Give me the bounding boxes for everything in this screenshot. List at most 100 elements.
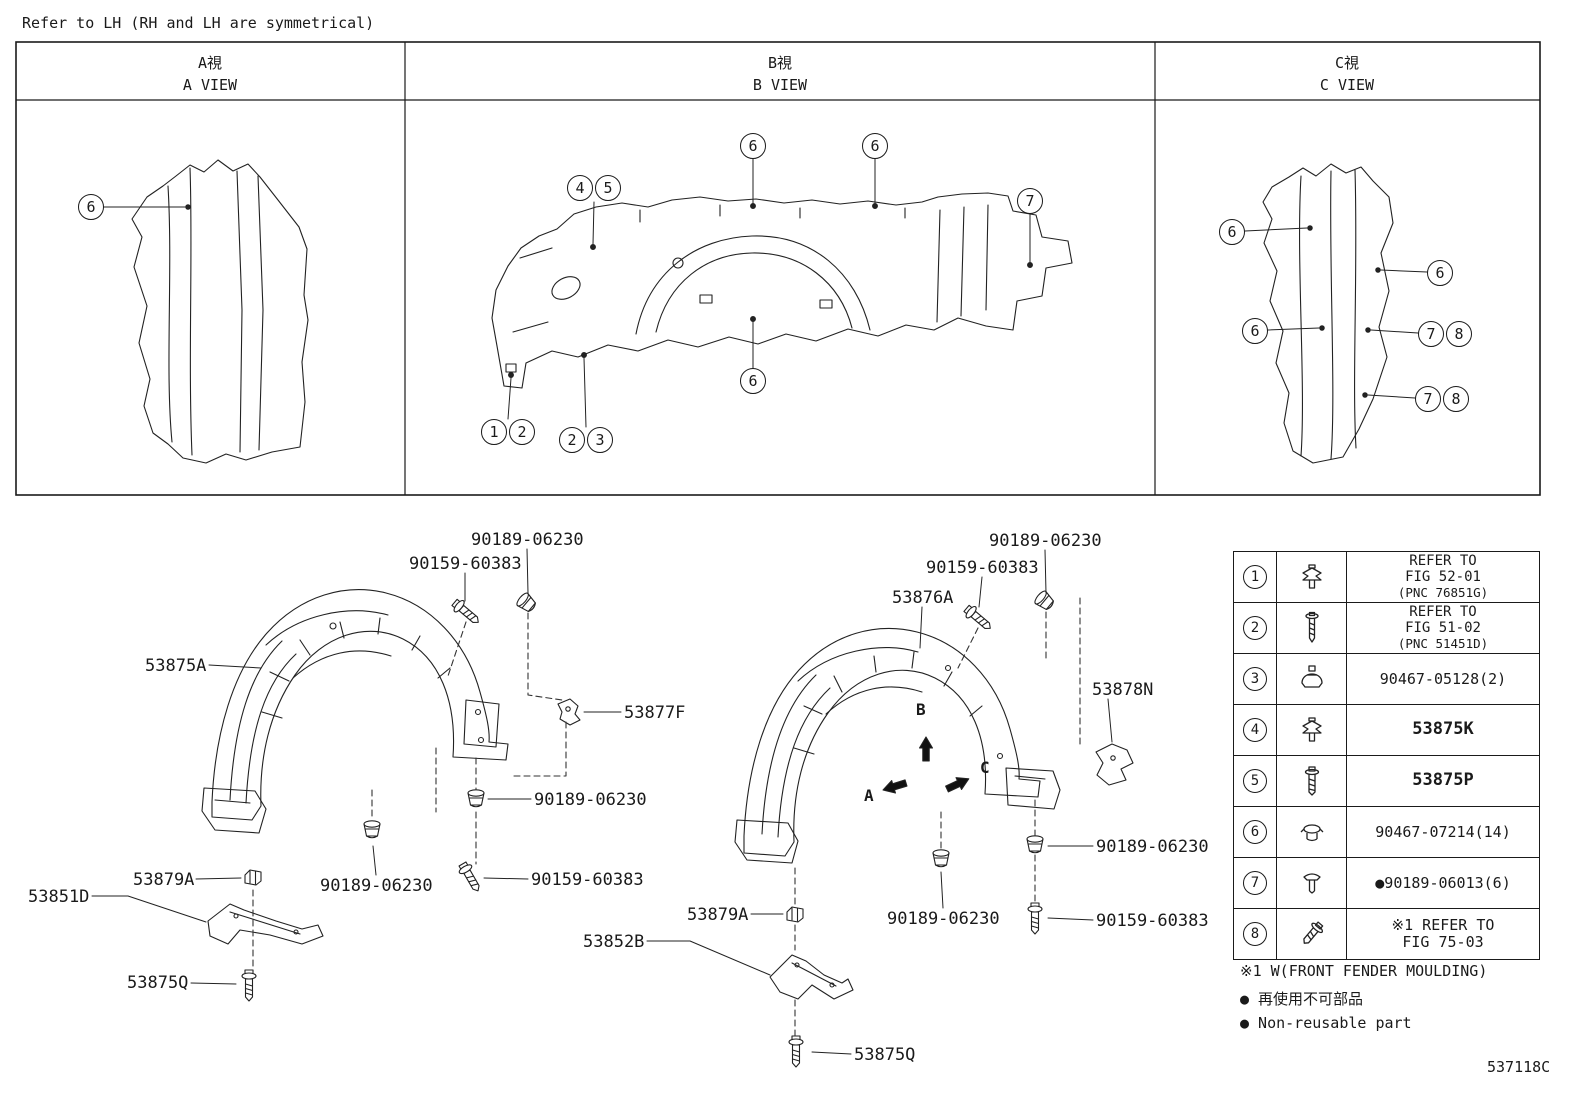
left-clip-bottom-label: 53879A xyxy=(133,870,195,890)
view-a-title-jp: A視 xyxy=(197,54,223,72)
right-screw-right-label: 90159-60383 xyxy=(1096,911,1209,931)
right-liner-drawing xyxy=(646,549,1134,1068)
grommet-icon xyxy=(1026,835,1044,854)
view-c-title-jp: C視 xyxy=(1334,54,1360,72)
callout-6: 6 xyxy=(1427,260,1453,286)
right-grommet-lower-label: 90189-06230 xyxy=(887,909,1000,929)
legend-row: 8 ※1 REFER TO FIG 75-03 xyxy=(1234,908,1539,959)
legend-num: 6 xyxy=(1243,820,1267,844)
push-grommet-icon xyxy=(1300,824,1323,842)
right-clip-bottom-label: 53879A xyxy=(687,905,749,925)
screw-icon xyxy=(455,859,485,895)
legend-row: 2 REFER TO FIG 51-02 (PNC 51451D) xyxy=(1234,602,1539,653)
legend-text: REFER TO xyxy=(1409,553,1477,570)
footnote-nonreusable-jp: ● 再使用不可部品 xyxy=(1240,990,1364,1008)
direction-c-label: C xyxy=(980,758,990,777)
callout-6: 6 xyxy=(1242,318,1268,344)
left-liner-drawing xyxy=(91,548,622,1002)
legend-num: 5 xyxy=(1243,769,1267,793)
screw-icon xyxy=(1027,902,1043,935)
direction-a-label: A xyxy=(864,786,874,805)
spring-clip-icon xyxy=(1300,665,1323,688)
grommet-icon xyxy=(467,789,485,808)
legend-num: 4 xyxy=(1243,718,1267,742)
legend-row: 6 90467-07214(14) xyxy=(1234,806,1539,857)
direction-c-arrow-icon xyxy=(943,772,973,796)
left-grommet-top-label: 90189-06230 xyxy=(471,530,584,550)
a-view-drawing xyxy=(103,159,309,464)
legend-num: 8 xyxy=(1243,922,1267,946)
clip-icon xyxy=(786,906,804,923)
view-b-title-jp: B視 xyxy=(767,54,793,72)
footnote-nonreusable-en: ● Non-reusable part xyxy=(1240,1014,1412,1032)
right-bracket-label: 53852B xyxy=(583,932,645,952)
tree-clip-icon xyxy=(1301,564,1322,589)
legend-row: 4 53875K xyxy=(1234,704,1539,755)
grommet-icon xyxy=(363,820,381,839)
legend-text: FIG 75-03 xyxy=(1402,933,1484,951)
tree-clip-icon xyxy=(1301,717,1322,742)
screw-icon xyxy=(241,969,257,1002)
screw-icon xyxy=(449,596,484,629)
left-clip-side-label: 53877F xyxy=(624,703,686,723)
legend-text: (PNC 51451D) xyxy=(1397,635,1489,651)
callout-6: 6 xyxy=(78,194,104,220)
legend-text: FIG 51-02 xyxy=(1405,620,1481,636)
left-bracket-label: 53851D xyxy=(28,887,90,907)
right-grommet-right-label: 90189-06230 xyxy=(1096,837,1209,857)
screw-icon xyxy=(961,602,996,635)
footnote-moulding: ※1 W(FRONT FENDER MOULDING) xyxy=(1240,962,1488,980)
right-screw-top-label: 90159-60383 xyxy=(926,558,1039,578)
legend-row: 3 90467-05128(2) xyxy=(1234,653,1539,704)
callout-6: 6 xyxy=(1219,219,1245,245)
callout-8: 8 xyxy=(1443,386,1469,412)
legend-row: 5 53875P xyxy=(1234,755,1539,806)
grommet-icon xyxy=(1032,588,1057,614)
legend-row: 7 ●90189-06013(6) xyxy=(1234,857,1539,908)
legend-num: 2 xyxy=(1243,616,1267,640)
legend-num: 1 xyxy=(1243,565,1267,589)
doc-number: 537118C xyxy=(1487,1058,1551,1076)
bolt-icon xyxy=(1304,766,1319,796)
legend-row: 1 REFER TO FIG 52-01 (PNC 76851G) xyxy=(1234,552,1539,602)
view-c-title-en: C VIEW xyxy=(1319,76,1375,94)
left-screw-bottom-label: 53875Q xyxy=(127,973,189,993)
callout-2: 2 xyxy=(559,427,585,453)
screw-icon xyxy=(788,1035,804,1068)
view-b-title-en: B VIEW xyxy=(752,76,808,94)
callout-4: 4 xyxy=(567,175,593,201)
left-liner-label: 53875A xyxy=(145,656,207,676)
direction-b-arrow-icon xyxy=(918,736,934,762)
legend-num: 7 xyxy=(1243,871,1267,895)
grommet-icon xyxy=(514,590,539,616)
callout-3: 3 xyxy=(587,427,613,453)
c-view-drawing xyxy=(1244,163,1428,464)
callout-7: 7 xyxy=(1017,188,1043,214)
legend-text: 90467-07214(14) xyxy=(1375,822,1511,841)
callout-2: 2 xyxy=(509,419,535,445)
callout-7: 7 xyxy=(1415,386,1441,412)
clip-icon xyxy=(244,869,262,886)
right-bracket-side-label: 53878N xyxy=(1092,680,1154,700)
legend-text: FIG 52-01 xyxy=(1405,569,1481,585)
b-view-drawing xyxy=(491,158,1073,428)
left-screw-top-label: 90159-60383 xyxy=(409,554,522,574)
legend-text: 53875K xyxy=(1412,719,1474,740)
view-a-title-en: A VIEW xyxy=(182,76,238,94)
callout-6: 6 xyxy=(740,133,766,159)
washer-screw-icon xyxy=(1302,921,1323,944)
legend-num: 3 xyxy=(1243,667,1267,691)
grommet-icon xyxy=(932,849,950,868)
legend-text: ●90189-06013(6) xyxy=(1375,873,1511,892)
legend-text: (PNC 76851G) xyxy=(1397,584,1489,600)
push-rivet-icon xyxy=(1302,873,1321,894)
left-grommet-mid-label: 90189-06230 xyxy=(534,790,647,810)
callout-7: 7 xyxy=(1418,321,1444,347)
callout-1: 1 xyxy=(481,419,507,445)
legend-text: 53875P xyxy=(1412,770,1474,791)
header-note: Refer to LH (RH and LH are symmetrical) xyxy=(22,14,375,32)
legend-text: 90467-05128(2) xyxy=(1379,669,1507,688)
legend-text: ※1 REFER TO xyxy=(1391,916,1495,935)
